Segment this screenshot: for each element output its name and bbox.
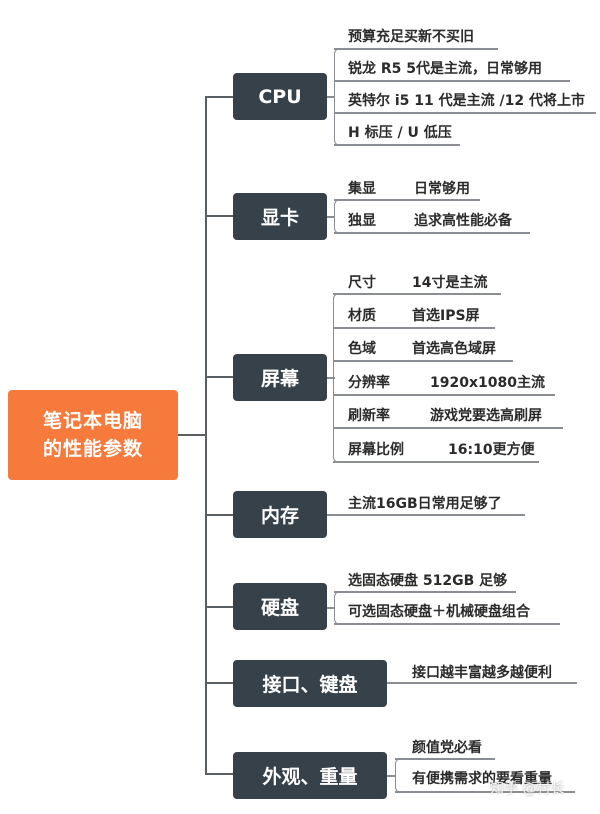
- screen-item-1-key: 尺寸: [348, 275, 376, 291]
- screen-item-5-underline: [333, 427, 563, 429]
- screen-item-6-value: 16:10更方便: [448, 442, 535, 458]
- screen-item-6-underline: [333, 461, 539, 463]
- screen-bracket: [333, 293, 344, 463]
- screen-item-6: 屏幕比例 16:10更方便: [348, 439, 535, 459]
- cpu-item-4-underline: [334, 144, 460, 146]
- screen-item-3-key: 色域: [348, 341, 376, 357]
- root-node: 笔记本电脑 的性能参数: [8, 390, 178, 480]
- gpu-item-1: 集显 日常够用: [348, 178, 470, 198]
- branch-cpu: [205, 96, 233, 98]
- screen-item-4-key: 分辨率: [348, 375, 390, 391]
- storage-item-2-underline: [334, 623, 560, 625]
- memory-item-1: 主流16GB日常用足够了: [348, 496, 502, 512]
- category-cpu: CPU: [233, 73, 327, 120]
- category-cpu-label: CPU: [258, 85, 302, 108]
- screen-item-5-value: 游戏党要选高刷屏: [430, 408, 542, 424]
- ports-item-1-underline: [387, 682, 577, 684]
- storage-item-1-underline: [334, 591, 516, 593]
- cpu-item-4: H 标压 / U 低压: [348, 125, 452, 141]
- category-screen-label: 屏幕: [260, 368, 299, 390]
- screen-item-1: 尺寸 14寸是主流: [348, 272, 487, 292]
- branch-ports: [205, 682, 233, 684]
- gpu-item-2-key: 独显: [348, 213, 376, 229]
- screen-stem: [327, 377, 335, 379]
- category-memory-label: 内存: [260, 505, 299, 527]
- screen-item-2-value: 首选IPS屏: [412, 308, 480, 324]
- category-appearance-weight: 外观、重量: [233, 752, 387, 799]
- gpu-stem: [327, 216, 335, 218]
- branch-memory: [205, 514, 233, 516]
- screen-item-4-value: 1920x1080主流: [430, 375, 545, 391]
- category-memory: 内存: [233, 491, 327, 538]
- screen-item-3-underline: [333, 360, 513, 362]
- branch-screen: [205, 376, 233, 378]
- storage-item-2: 可选固态硬盘＋机械硬盘组合: [348, 604, 530, 620]
- branch-appearance: [205, 773, 233, 775]
- screen-item-5-key: 刷新率: [348, 408, 390, 424]
- cpu-item-1: 预算充足买新不买旧: [348, 29, 474, 45]
- root-label: 笔记本电脑 的性能参数: [42, 410, 143, 460]
- branch-storage: [205, 606, 233, 608]
- screen-item-1-value: 14寸是主流: [412, 275, 488, 291]
- screen-item-3-value: 首选高色域屏: [412, 341, 496, 357]
- gpu-item-1-underline: [334, 199, 480, 201]
- category-storage-label: 硬盘: [260, 597, 299, 619]
- gpu-item-1-key: 集显: [348, 181, 376, 197]
- gpu-item-1-value: 日常够用: [414, 181, 470, 197]
- cpu-item-2-underline: [334, 80, 570, 82]
- gpu-item-2-value: 追求高性能必备: [414, 213, 512, 229]
- category-ports-keyboard: 接口、键盘: [233, 660, 387, 707]
- watermark: 知乎 @村长: [490, 781, 565, 797]
- screen-item-2-key: 材质: [348, 308, 376, 324]
- gpu-item-2-underline: [334, 232, 530, 234]
- ports-item-1: 接口越丰富越多越便利: [412, 665, 552, 681]
- storage-item-1: 选固态硬盘 512GB 足够: [348, 573, 508, 589]
- appearance-item-2: 有便携需求的要看重量: [412, 771, 552, 787]
- memory-item-1-underline: [327, 514, 525, 516]
- root-connector: [178, 434, 206, 436]
- storage-bracket: [334, 591, 345, 625]
- appearance-item-1-underline: [395, 758, 495, 760]
- trunk-line: [205, 96, 207, 774]
- category-gpu: 显卡: [233, 193, 327, 240]
- appearance-bracket: [395, 758, 406, 793]
- category-storage: 硬盘: [233, 583, 327, 630]
- appearance-item-2-underline: [395, 791, 575, 793]
- screen-item-4: 分辨率 1920x1080主流: [348, 372, 545, 392]
- cpu-item-2: 锐龙 R5 5代是主流，日常够用: [348, 61, 543, 77]
- screen-item-5: 刷新率 游戏党要选高刷屏: [348, 405, 542, 425]
- category-ports-keyboard-label: 接口、键盘: [262, 674, 358, 696]
- screen-item-1-underline: [333, 293, 501, 295]
- appearance-item-1: 颜值党必看: [412, 740, 482, 756]
- category-screen: 屏幕: [233, 354, 327, 401]
- branch-gpu: [205, 215, 233, 217]
- screen-item-4-underline: [333, 394, 555, 396]
- cpu-item-1-underline: [334, 48, 498, 50]
- screen-item-3: 色域 首选高色域屏: [348, 338, 496, 358]
- screen-item-6-key: 屏幕比例: [348, 442, 404, 458]
- category-appearance-weight-label: 外观、重量: [262, 766, 358, 788]
- screen-item-2-underline: [333, 327, 495, 329]
- category-gpu-label: 显卡: [260, 207, 299, 229]
- screen-item-2: 材质 首选IPS屏: [348, 305, 480, 325]
- storage-stem: [327, 607, 335, 609]
- cpu-item-3: 英特尔 i5 11 代是主流 /12 代将上市: [348, 93, 585, 109]
- cpu-stem: [327, 96, 335, 98]
- cpu-bracket: [334, 48, 345, 146]
- appearance-stem: [387, 775, 395, 777]
- gpu-item-2: 独显 追求高性能必备: [348, 210, 512, 230]
- cpu-item-3-underline: [334, 112, 596, 114]
- gpu-bracket: [334, 199, 345, 234]
